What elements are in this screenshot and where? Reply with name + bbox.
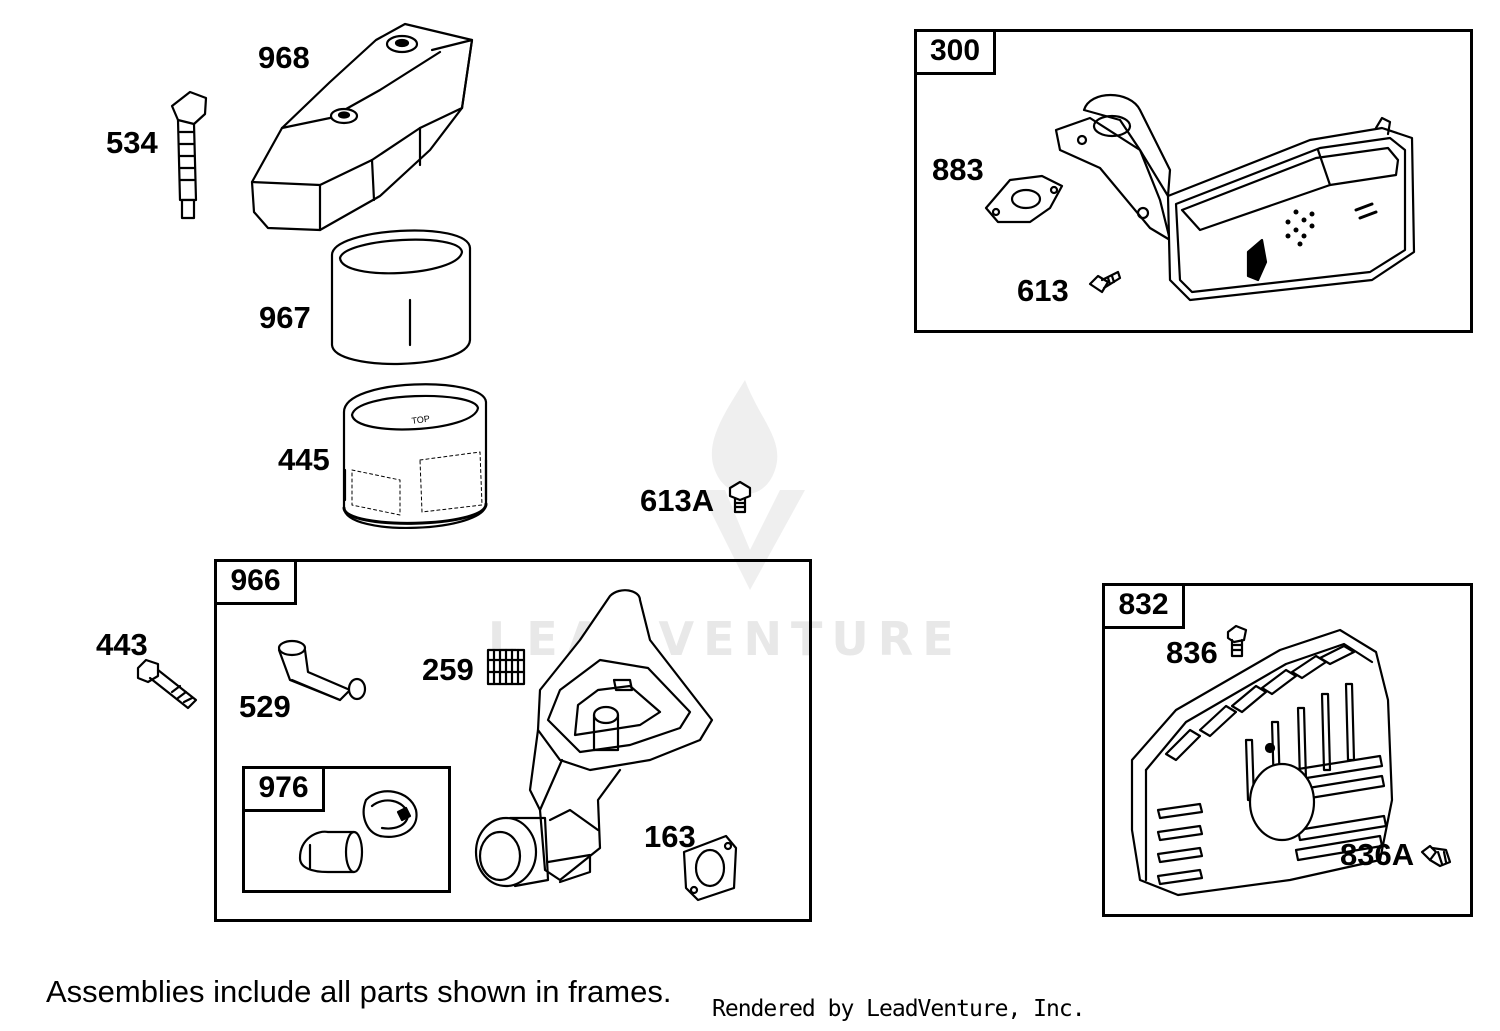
callout-967: 967	[259, 300, 311, 335]
frame-832	[1102, 583, 1473, 917]
frame-tag-976: 976	[242, 766, 325, 812]
bolt-613a	[728, 480, 752, 514]
callout-613a: 613A	[640, 483, 715, 518]
assembly-note: Assemblies include all parts shown in fr…	[46, 974, 672, 1009]
callout-534: 534	[106, 125, 158, 160]
screw-836	[1226, 624, 1248, 658]
breather-assembly-976	[298, 790, 418, 874]
rendered-by-credit: Rendered by LeadVenture, Inc.	[712, 996, 1086, 1022]
exhaust-gasket-883	[984, 174, 1064, 224]
stud-443	[136, 658, 198, 710]
callout-163: 163	[644, 819, 696, 854]
callout-529: 529	[239, 689, 291, 724]
frame-tag-300: 300	[914, 29, 996, 75]
breather-tube-529	[277, 639, 367, 702]
frame-tag-832: 832	[1102, 583, 1185, 629]
pre-cleaner-967	[330, 229, 472, 365]
frame-300	[914, 29, 1473, 333]
muffler-guard-832	[1130, 628, 1394, 897]
callout-836: 836	[1166, 635, 1218, 670]
screw-836a	[1420, 844, 1452, 868]
frame-tag-966: 966	[214, 559, 297, 605]
air-filter-cartridge-445	[342, 383, 488, 530]
muffler-300	[1054, 93, 1416, 302]
air-cleaner-base-966	[474, 589, 714, 888]
gasket-163	[682, 834, 738, 902]
screw-613	[1088, 270, 1122, 294]
callout-259: 259	[422, 652, 474, 687]
callout-836a: 836A	[1340, 837, 1415, 872]
callout-445: 445	[278, 442, 330, 477]
dipstick-534	[170, 90, 208, 220]
callout-968: 968	[258, 40, 310, 75]
callout-883: 883	[932, 152, 984, 187]
air-cleaner-cover-968	[250, 22, 474, 232]
filter-marking: TOP	[411, 414, 431, 426]
frame-976	[242, 766, 451, 893]
frame-966	[214, 559, 812, 922]
callout-443: 443	[96, 627, 148, 662]
guard-slots-top	[1164, 644, 1356, 762]
callout-613: 613	[1017, 273, 1069, 308]
screen-259	[486, 648, 526, 686]
